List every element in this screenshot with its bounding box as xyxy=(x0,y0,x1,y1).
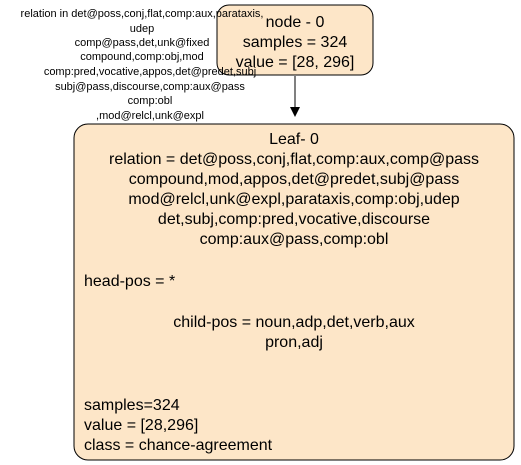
leaf-relation-line: relation = det@poss,conj,flat,comp:aux,c… xyxy=(109,151,479,168)
root-node-box xyxy=(216,4,374,76)
leaf-class: class = chance-agreement xyxy=(84,437,273,454)
leaf-samples: samples=324 xyxy=(84,397,180,414)
edge-label-line: ,mod@relcl,unk@expl xyxy=(96,110,204,122)
edge-label-line: comp@pass,det,unk@fixed xyxy=(75,37,210,49)
leaf-node-box xyxy=(73,123,515,461)
root-node-value: value = [28, 296] xyxy=(236,54,355,71)
leaf-head-pos: head-pos = * xyxy=(84,273,175,290)
leaf-node: Leaf- 0 relation = det@poss,conj,flat,co… xyxy=(73,123,515,461)
edge-label-line: relation in det@poss,conj,flat,comp:aux,… xyxy=(21,8,264,20)
root-node: node - 0 samples = 324 value = [28, 296] xyxy=(216,4,374,76)
leaf-child-pos-line: child-pos = noun,adp,det,verb,aux xyxy=(173,314,415,331)
root-node-title: node - 0 xyxy=(266,14,325,31)
leaf-relation-line: mod@relcl,unk@expl,parataxis,comp:obj,ud… xyxy=(128,191,459,208)
edge-label-line: comp:pred,vocative,appos,det@predet,subj xyxy=(44,66,256,78)
edge-label-line: udep xyxy=(130,23,154,35)
edge-label-line: compound,comp:obj,mod xyxy=(80,51,204,63)
root-node-samples: samples = 324 xyxy=(243,34,348,51)
leaf-relation-line: det,subj,comp:pred,vocative,discourse xyxy=(158,211,430,228)
leaf-child-pos-line: pron,adj xyxy=(265,334,323,351)
leaf-value: value = [28,296] xyxy=(84,417,198,434)
leaf-relation-line: comp:aux@pass,comp:obl xyxy=(200,231,389,248)
edge-label: relation in det@poss,conj,flat,comp:aux,… xyxy=(21,8,264,122)
leaf-relation-line: compound,mod,appos,det@predet,subj@pass xyxy=(129,171,459,188)
leaf-node-title: Leaf- 0 xyxy=(269,131,319,148)
edge-label-line: subj@pass,discourse,comp:aux@pass xyxy=(55,81,245,93)
edge-label-line: comp:obl xyxy=(128,95,173,107)
